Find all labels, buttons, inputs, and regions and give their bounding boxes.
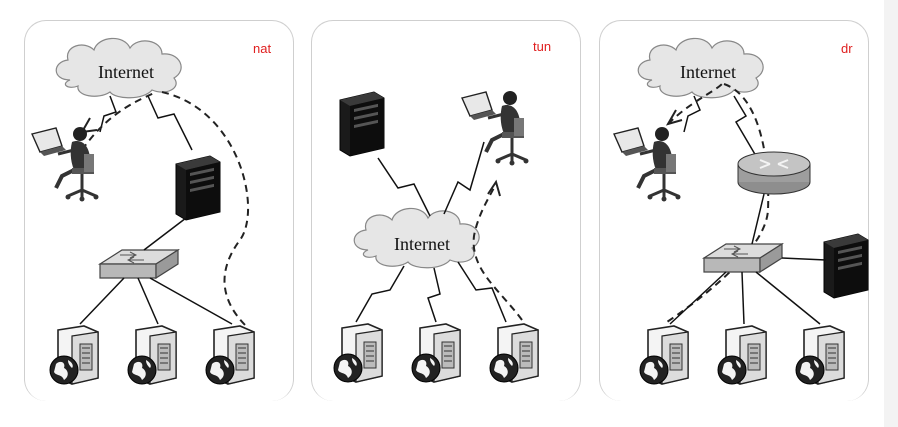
user-workstation-icon — [30, 125, 101, 204]
link-line — [143, 217, 187, 251]
link-line — [79, 277, 125, 325]
link-line — [683, 95, 701, 133]
router-icon — [737, 151, 811, 195]
dark-server-icon — [175, 155, 221, 221]
web-server-icon — [127, 325, 177, 385]
switch-icon — [703, 243, 783, 273]
link-line — [137, 277, 159, 325]
cloud-label-nat: Internet — [98, 62, 154, 82]
mode-label-nat: nat — [253, 41, 272, 56]
flow-path — [161, 91, 249, 327]
arrow-head-icon — [665, 109, 683, 126]
dr-network: Internet — [612, 37, 869, 385]
link-line — [427, 267, 441, 323]
web-server-icon — [489, 323, 539, 383]
scrollbar-track[interactable] — [884, 0, 898, 427]
link-line — [741, 271, 745, 325]
web-server-icon — [717, 325, 767, 385]
web-server-icon — [49, 325, 99, 385]
mode-label-dr: dr — [841, 41, 853, 56]
web-server-icon — [205, 325, 255, 385]
web-server-icon — [795, 325, 845, 385]
arrow-head-icon — [487, 179, 501, 197]
flow-path — [667, 83, 723, 125]
flow-path — [81, 91, 157, 151]
web-server-icon — [639, 325, 689, 385]
link-line — [377, 157, 431, 217]
link-line — [669, 271, 727, 325]
link-line — [733, 95, 757, 157]
cloud-label-dr: Internet — [680, 62, 736, 82]
user-workstation-icon — [460, 89, 531, 168]
nat-network: Internet — [30, 37, 255, 385]
user-workstation-icon — [612, 125, 683, 204]
cloud-label-tun: Internet — [394, 234, 450, 254]
link-line — [443, 141, 485, 215]
link-line — [147, 95, 193, 151]
web-server-icon — [333, 323, 383, 383]
web-server-icon — [411, 323, 461, 383]
link-line — [457, 261, 507, 323]
dark-server-icon — [339, 91, 385, 157]
link-line — [99, 95, 117, 133]
link-line — [751, 193, 765, 245]
dark-server-icon — [823, 233, 869, 299]
link-line — [755, 271, 821, 325]
tun-network: Internet — [333, 89, 539, 383]
mode-label-tun: tun — [533, 39, 552, 54]
flow-path — [663, 83, 770, 325]
link-line — [355, 265, 405, 323]
link-line — [781, 257, 827, 261]
flow-path — [472, 183, 523, 321]
link-line — [149, 277, 233, 325]
switch-icon — [99, 249, 179, 279]
